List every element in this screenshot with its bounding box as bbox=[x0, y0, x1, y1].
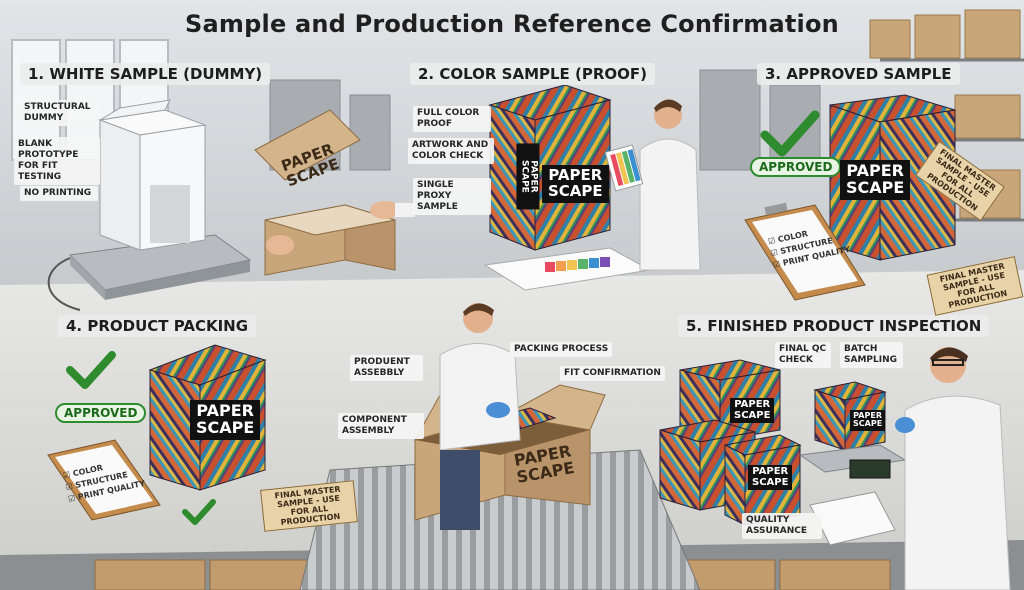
callout-fit-confirmation: FIT CONFIRMATION bbox=[560, 366, 665, 381]
brand-line-1: PAPER bbox=[853, 411, 882, 420]
brand-line-1: PAPER bbox=[548, 166, 603, 184]
approved-badge-packing: APPROVED bbox=[55, 403, 147, 423]
callout-produent-assebbly: PRODUENT ASSEBBLY bbox=[350, 355, 423, 381]
page-title: Sample and Production Reference Confirma… bbox=[185, 10, 839, 38]
callout-full-color-proof: FULL COLOR PROOF bbox=[413, 106, 491, 132]
brand-line-1: PAPER bbox=[846, 161, 904, 180]
color-box-spine-label: PAPER SCAPE bbox=[516, 143, 540, 210]
callout-batch-sampling: BATCH SAMPLING bbox=[840, 342, 903, 368]
section-heading-inspection: 5. FINISHED PRODUCT INSPECTION bbox=[678, 315, 990, 337]
brand-line-2: SCAPE bbox=[734, 409, 771, 421]
section-heading-approved-sample: 3. APPROVED SAMPLE bbox=[757, 63, 960, 85]
callout-single-proxy-sample: SINGLE PROXY SAMPLE bbox=[413, 178, 491, 215]
approved-box-brand-label: PAPER SCAPE bbox=[840, 160, 911, 200]
section-heading-product-packing: 4. PRODUCT PACKING bbox=[58, 315, 257, 337]
color-box-brand-label: PAPER SCAPE bbox=[542, 165, 609, 203]
callout-quality-assurance: QUALITY ASSURANCE bbox=[742, 513, 822, 539]
brand-line-1: PAPER bbox=[196, 401, 254, 420]
section-heading-white-sample: 1. WHITE SAMPLE (DUMMY) bbox=[20, 63, 271, 85]
brand-line-2: SCAPE bbox=[846, 177, 905, 197]
inspection-box-brand-label-bottom: PAPER SCAPE bbox=[748, 465, 793, 490]
inspection-sample-box-brand-label: PAPER SCAPE bbox=[850, 410, 886, 431]
section-heading-color-sample: 2. COLOR SAMPLE (PROOF) bbox=[410, 63, 656, 85]
brand-line-2: SCAPE bbox=[196, 417, 255, 437]
brand-line-2: SCAPE bbox=[853, 419, 883, 429]
brand-line-1: PAPER bbox=[752, 466, 789, 477]
brand-line-2: SCAPE bbox=[752, 476, 789, 488]
callout-component-assembly: COMPONENT ASSEMBLY bbox=[338, 413, 424, 439]
brand-line-2: SCAPE bbox=[548, 181, 603, 200]
callout-structural-dummy: STRUCTURAL DUMMY bbox=[20, 100, 98, 126]
callout-artwork-color-check: ARTWORK AND COLOR CHECK bbox=[408, 138, 494, 164]
callout-blank-prototype: BLANK PROTOTYPE FOR FIT TESTING bbox=[14, 137, 100, 185]
callout-final-qc-check: FINAL QC CHECK bbox=[775, 342, 831, 368]
brand-line-1: PAPER bbox=[734, 399, 771, 410]
callout-no-printing: NO PRINTING bbox=[20, 186, 98, 201]
inspection-box-brand-label-top: PAPER SCAPE bbox=[730, 398, 775, 423]
callout-packing-process: PACKING PROCESS bbox=[510, 342, 613, 357]
packing-box-brand-label: PAPER SCAPE bbox=[190, 400, 261, 440]
approved-badge-sample: APPROVED bbox=[750, 157, 842, 177]
